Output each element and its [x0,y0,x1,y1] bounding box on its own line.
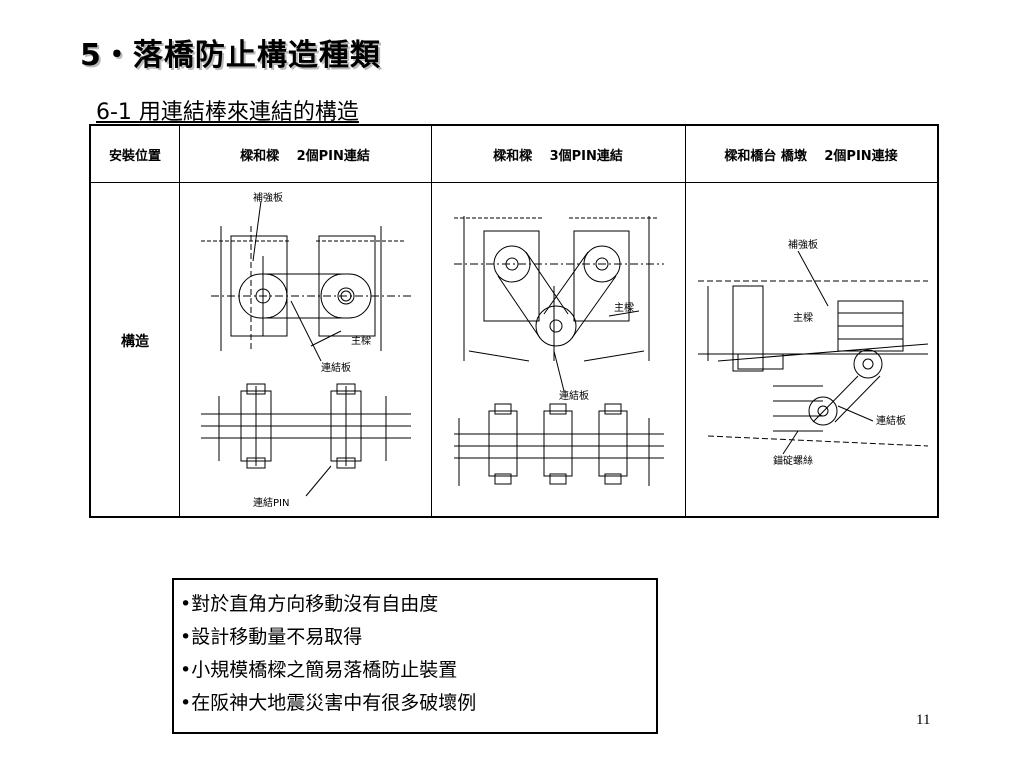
label-link-plate-2: 連結板 [559,389,589,402]
row-label-structure: 構造 [121,334,149,350]
bullet-item: •設計移動量不易取得 [180,626,363,648]
header-install-position: 安裝位置 [108,148,161,164]
bullet-item: •對於直角方向移動沒有自由度 [180,593,439,615]
bullet-item: •在阪神大地震災害中有很多破壞例 [180,692,477,714]
label-main-girder-2: 主樑 [614,301,634,314]
header-girder-girder-2pin: 樑和樑 2個PIN連結 [240,148,370,164]
label-link-pin: 連結PIN [253,496,289,509]
column-divider-1 [179,126,180,516]
column-divider-3 [685,126,686,516]
bullet-box: •對於直角方向移動沒有自由度 •設計移動量不易取得 •小規模橋樑之簡易落橋防止裝… [172,578,658,734]
header-divider [91,182,937,183]
header-girder-abutment-2pin: 樑和橋台 橋墩 2個PIN連接 [724,148,898,164]
drawing-2pin-girder-abutment: 補強板 主樑 連結板 錨碇螺絲 [688,186,934,516]
label-reinforcing-plate: 補強板 [253,191,283,204]
label-link-plate-3: 連結板 [876,414,906,427]
bullet-item: •小規模橋樑之簡易落橋防止裝置 [180,659,458,681]
label-main-girder-3: 主樑 [793,311,813,324]
drawing-2pin-girder-girder: 補強板 主樑 連結板 連結PIN [181,186,429,516]
label-anchor-bolt: 錨碇螺絲 [773,454,813,467]
label-reinforcing-plate-3: 補強板 [788,238,818,251]
label-link-plate: 連結板 [321,361,351,374]
drawing-3pin-girder-girder: 主樑 連結板 [434,186,682,516]
structure-table: 安裝位置 樑和樑 2個PIN連結 樑和樑 3個PIN連結 樑和橋台 橋墩 2個P… [89,124,939,518]
page-title: 5・落橋防止構造種類 [80,38,381,73]
page-number: 11 [916,712,931,728]
label-main-girder: 主樑 [351,334,371,347]
header-girder-girder-3pin: 樑和樑 3個PIN連結 [493,148,623,164]
section-subtitle: 6-1 用連結棒來連結的構造 [96,100,359,125]
column-divider-2 [431,126,432,516]
